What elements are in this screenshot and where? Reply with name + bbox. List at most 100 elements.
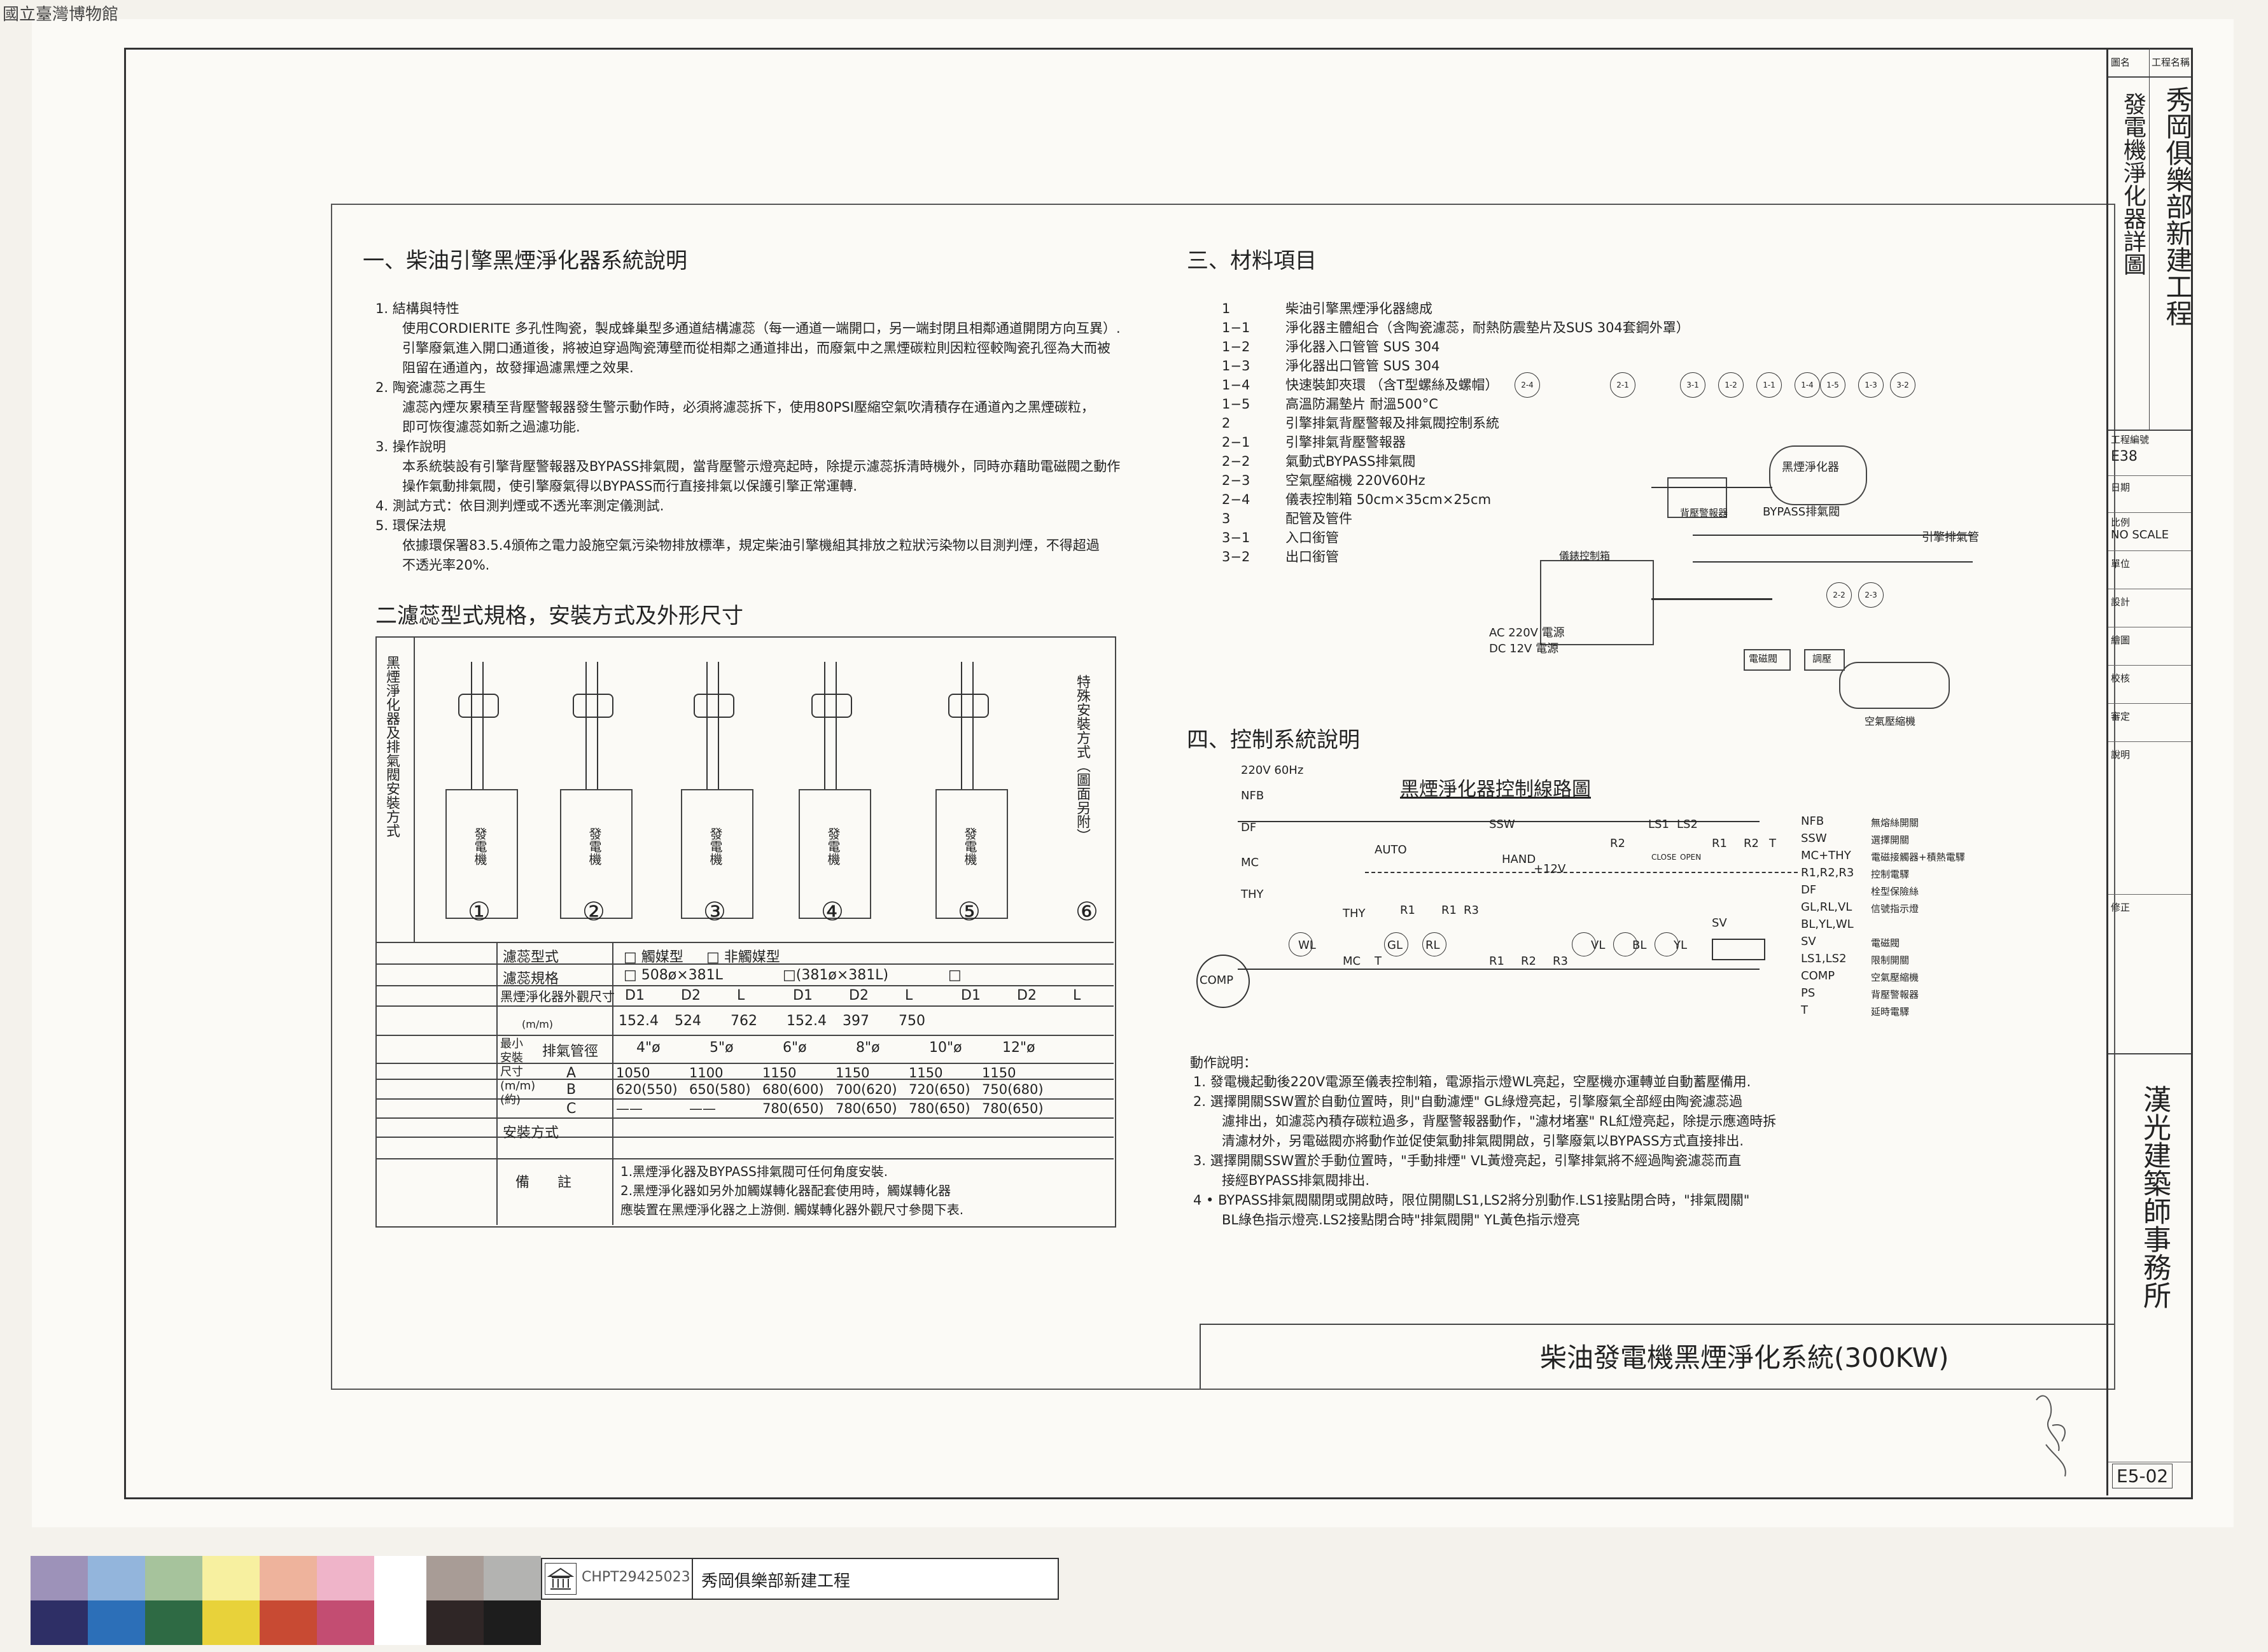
section-1-title: 一、柴油引擎黑煙淨化器系統說明 [363,248,687,274]
circuit-label: MC [1241,856,1259,869]
dim-header: D2 [1017,988,1037,1004]
note-line: 1.黑煙淨化器及BYPASS排氣閥可任何角度安裝. [620,1164,888,1179]
table-rule [375,1035,1114,1036]
generator-box [681,789,753,919]
exhaust-pipe [824,662,837,789]
table-rule [375,942,1114,943]
callout-bubble: 3-1 [1680,372,1705,398]
row-value: 780(650) [909,1101,970,1116]
legend-desc: 空氣壓縮機 [1871,972,1919,983]
callout-bubble: 1-4 [1795,372,1820,398]
callout-bubble: 2-3 [1858,582,1884,608]
pipe-size: 12"ø [1002,1040,1035,1056]
section-1-line: 3. 操作說明 [375,439,446,454]
legend-code: NFB [1801,815,1824,828]
row-value: 650(580) [689,1082,751,1097]
legend-code: SSW [1801,832,1827,845]
material-desc: 引擎排氣背壓警報器 [1285,435,1406,450]
section-1-line: 不透光率20%. [402,557,490,573]
legend-desc: 無熔絲開關 [1871,817,1919,829]
operation-line: 濾排出，如濾蕊內積存碳粒過多，背壓警報器動作，"濾材堵塞" RL紅燈亮起，除提示… [1222,1114,1777,1129]
table-rule [375,1117,1114,1119]
dim-header: D1 [793,988,813,1004]
color-swatch [202,1600,260,1645]
generator-box [935,789,1008,919]
material-desc: 快速裝卸夾環 （含T型螺絲及螺帽） [1285,377,1499,393]
archive-title: 秀岡俱樂部新建工程 [701,1572,851,1591]
row-label: 備 註 [515,1175,572,1191]
legend-code: COMP [1801,969,1835,983]
circuit-label: R3 [1464,904,1479,917]
drawing-name-label: 圖名 [2111,57,2131,68]
generator-label: 發電機 [472,827,487,865]
table-rule-v [612,942,613,1225]
color-swatch [202,1556,260,1600]
dim-value: 152.4 [619,1013,659,1029]
material-no: 3−2 [1222,549,1250,564]
dim-value: 762 [731,1013,757,1029]
section-1-line: 5. 環保法規 [375,518,446,533]
circuit-label: R2 [1521,955,1536,968]
circuit-label: COMP [1200,974,1234,987]
purifier-label: 黑煙淨化器 [1782,461,1839,474]
table-rule [375,985,1114,986]
generator-label: 發電機 [825,827,841,865]
signal-lamp [1384,932,1408,956]
material-desc: 入口銜管 [1285,530,1339,545]
control-bus [1238,821,1760,970]
material-no: 1−2 [1222,339,1250,354]
exhaust-pipe [961,662,974,789]
section-1-line: 1. 結構與特性 [375,301,459,316]
operation-line: 3. 選擇開關SSW置於手動位置時，"手動排煙" VL黃燈亮起，引擎排氣將不經過… [1193,1153,1742,1168]
circuit-label: R2 [1744,837,1759,850]
row-value: 1150 [836,1065,870,1081]
compressor-label: 空氣壓縮機 [1865,715,1916,727]
section-1-line: 依據環保署83.5.4頒佈之電力設施空氣污染物排放標準，規定柴油引擎機組其排放之… [402,538,1100,553]
signal-lamp [1613,932,1637,956]
filter-spec-table [375,636,1116,1228]
material-no: 1−1 [1222,320,1250,335]
pipe-size: 4"ø [636,1040,661,1056]
bypass-label: BYPASS排氣閥 [1763,505,1840,519]
dim-value: 750 [899,1013,925,1029]
regulator-box [1804,649,1845,671]
drawing-frame [124,48,2193,1499]
section-3-title: 三、材料項目 [1187,248,1317,274]
row-label: B [566,1082,577,1098]
row-value: 780(650) [836,1101,897,1116]
solenoid-valve [1712,939,1765,960]
scale-label: 比例 [2111,517,2131,528]
purifier-unit [458,694,499,718]
table-rule [375,963,1114,965]
circuit-label: T [1375,955,1382,968]
circuit-label: R1 [1400,904,1415,917]
gray-swatch [426,1600,484,1645]
legend-code: MC+THY [1801,849,1851,862]
exhaust-pipe [471,662,484,789]
material-desc: 柴油引擎黑煙淨化器總成 [1285,301,1432,316]
config-number: ① [468,897,491,927]
circuit-label: THY [1241,888,1264,901]
material-no: 2−4 [1222,492,1250,507]
circuit-label: AUTO [1375,843,1407,857]
operation-line: 4 • BYPASS排氣閥關閉或開啟時，限位開關LS1,LS2將分別動作.LS1… [1193,1193,1750,1208]
row-value: —— [689,1101,716,1116]
operation-line: 2. 選擇開關SSW置於自動位置時，則"自動濾煙" GL綠燈亮起，引擎廢氣全部經… [1193,1094,1743,1109]
callout-bubble: 1-2 [1718,372,1744,398]
signal-lamp [1289,932,1313,956]
gray-swatch [426,1556,484,1600]
material-desc: 淨化器主體組合（含陶瓷濾蕊，耐熱防震墊片及SUS 304套鋼外罩） [1285,320,1690,335]
dim-header: D1 [961,988,981,1004]
dim-header: D2 [849,988,869,1004]
legend-desc: 限制開關 [1871,955,1910,966]
row-value: 1100 [689,1065,724,1081]
date-label: 日期 [2111,482,2131,493]
row-value: 680(600) [762,1082,824,1097]
section-1-line: 操作氣動排氣閥，使引擎廢氣得以BYPASS而行直接排氣以保護引擎正常運轉. [402,479,858,494]
exhaust-label: 引擎排氣管 [1922,531,1979,544]
color-swatch [317,1556,374,1600]
circuit-label: THY [1343,907,1366,920]
legend-desc: 栓型保險絲 [1871,886,1919,897]
operation-line: BL綠色指示燈亮.LS2接點閉合時"排氣閥開" YL黃色指示燈亮 [1222,1212,1580,1228]
row-value: —— [616,1101,643,1116]
